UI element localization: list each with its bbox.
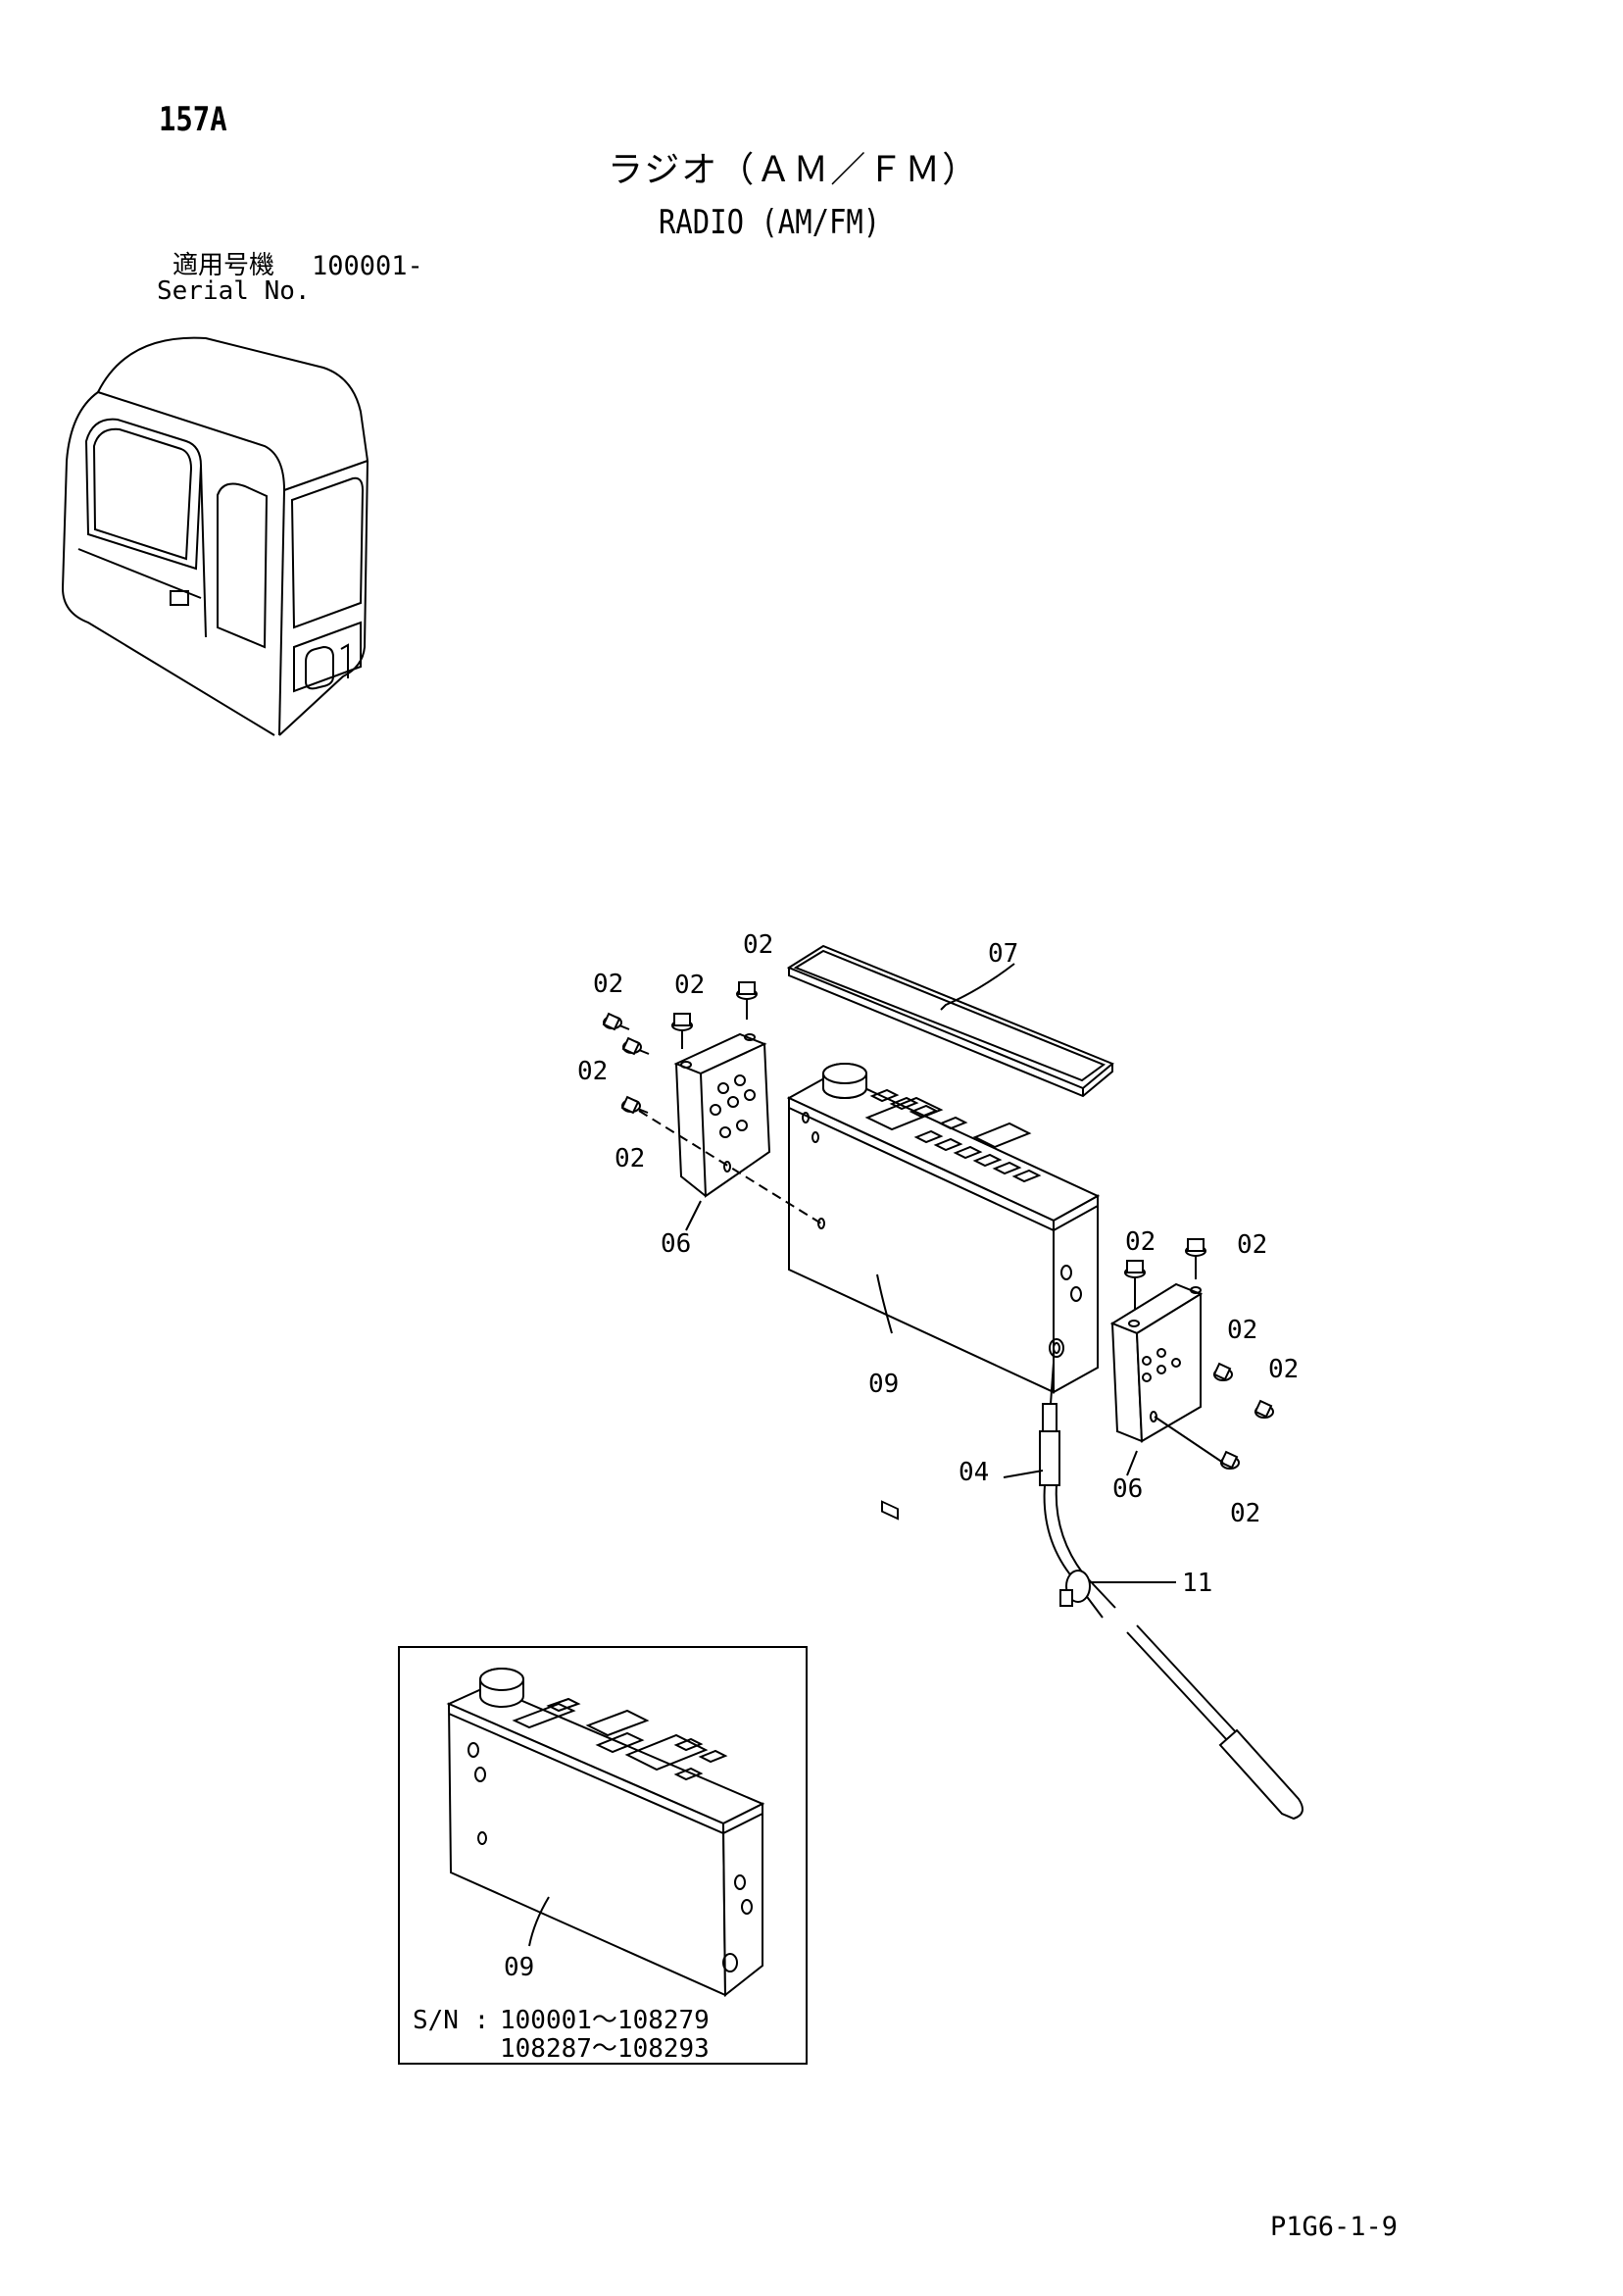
bolt <box>1219 1450 1240 1470</box>
callout-02: 02 <box>577 1057 608 1086</box>
tray-gasket-part-07 <box>786 944 1114 1098</box>
radio-button-row <box>881 1500 899 1521</box>
callout-02: 02 <box>615 1144 645 1173</box>
callout-02: 02 <box>1268 1355 1299 1384</box>
leader-lines <box>685 963 1138 1478</box>
bolt <box>1212 1362 1233 1381</box>
callout-07: 07 <box>988 939 1018 969</box>
assembly-guide-lines <box>638 1110 1224 1464</box>
bolt <box>1185 1238 1206 1279</box>
inset-serial-range-1: 100001～108279 <box>500 2006 710 2035</box>
callout-04: 04 <box>959 1458 989 1487</box>
callout-02: 02 <box>593 970 623 999</box>
serial-label-japanese: 適用号機 <box>172 251 275 280</box>
callout-labels: 02 02 02 02 02 02 02 02 02 02 07 06 06 0… <box>577 930 1299 1598</box>
bolt <box>736 981 758 1020</box>
serial-number-value: 100001- <box>312 251 423 281</box>
radio-unit-part-09 <box>786 1063 1101 1521</box>
callout-02: 02 <box>674 971 705 1000</box>
callout-11: 11 <box>1182 1569 1212 1598</box>
serial-label-english: Serial No. <box>157 276 311 306</box>
bolt <box>620 1095 649 1115</box>
antenna-rod <box>1126 1624 1303 1821</box>
bolt <box>671 1013 693 1049</box>
document-code: P1G6-1-9 <box>1270 2212 1399 2242</box>
cab-key-illustration <box>61 336 369 736</box>
page-title-english: RADIO (AM/FM) <box>659 203 881 242</box>
inset-callout-09: 09 <box>504 1953 534 1982</box>
inset-serial-range-2: 108287～108293 <box>500 2034 710 2064</box>
callout-06: 06 <box>1112 1474 1143 1504</box>
callout-09: 09 <box>868 1370 899 1399</box>
bolts-part-02 <box>602 981 1274 1470</box>
bolt <box>621 1036 650 1056</box>
inset-variant-box: 09 <box>398 1646 808 2065</box>
callout-02: 02 <box>743 930 773 960</box>
callout-02: 02 <box>1237 1230 1267 1260</box>
bolt <box>1254 1399 1274 1419</box>
bolt <box>1124 1260 1146 1309</box>
bolt <box>602 1012 630 1031</box>
page-number: 157A <box>159 100 227 139</box>
callout-02: 02 <box>1227 1316 1257 1345</box>
right-bracket-part-06 <box>1109 1282 1204 1443</box>
callout-06: 06 <box>661 1229 691 1259</box>
page-title-japanese: ラジオ（ＡＭ／ＦＭ） <box>608 150 980 190</box>
left-bracket-part-06 <box>673 1032 771 1198</box>
antenna-cable-part-04 <box>1039 1362 1116 1619</box>
callout-02: 02 <box>1230 1499 1260 1528</box>
inset-serial-label: S/N : <box>413 2006 490 2035</box>
cable-clamp-part-11 <box>1059 1570 1176 1607</box>
callout-02: 02 <box>1125 1227 1156 1257</box>
